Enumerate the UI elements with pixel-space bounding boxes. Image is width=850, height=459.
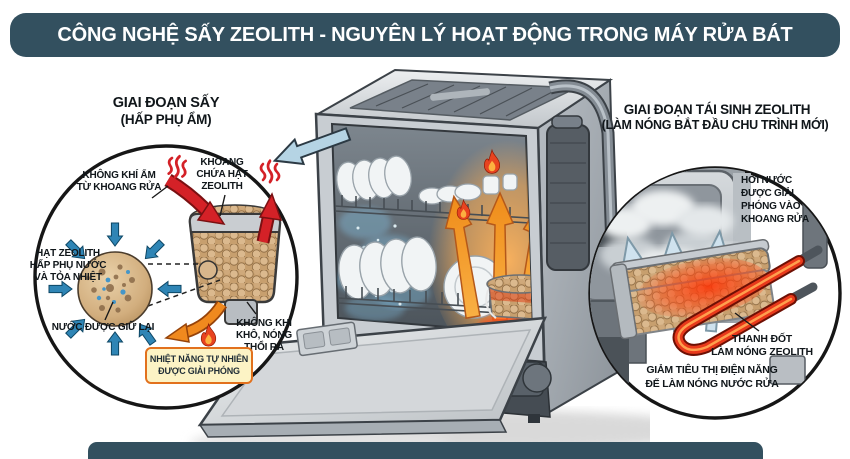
bottom-banner	[88, 442, 763, 459]
zeolith-air-duct	[546, 115, 590, 271]
bead-callout-lines	[147, 263, 221, 307]
moist-air-arrow-icon	[164, 153, 226, 225]
callout-arrow-icon	[272, 127, 352, 166]
label-water-kept: NƯỚC ĐƯỢC GIỮ LẠI	[51, 322, 155, 333]
right-stage-heading: GIAI ĐOẠN TÁI SINH ZEOLITH	[623, 102, 811, 117]
heater-label-line	[734, 312, 760, 332]
label-heater: THANH ĐỐT LÀM NÓNG ZEOLITH	[711, 333, 813, 359]
energy-release-arrow-icon	[164, 300, 228, 343]
right-stage-circle	[588, 166, 842, 420]
magnified-bead-marker	[198, 260, 218, 280]
heat-release-highlight: NHIỆT NĂNG TỰ NHIÊN ĐƯỢC GIẢI PHÓNG	[145, 347, 253, 384]
label-power-save: GIẢM TIÊU THỊ ĐIỆN NĂNG ĐỂ LÀM NÓNG NƯỚC…	[645, 364, 779, 390]
label-bead-absorb: HẠT ZEOLITH HẤP PHỤ NƯỚC VÀ TỎA NHIỆT	[29, 248, 107, 283]
dishwasher-illustration	[190, 68, 650, 457]
heating-element-icon	[672, 245, 823, 356]
label-steam-release: HƠI NƯỚC ĐƯỢC GIẢI PHÓNG VÀO KHOANG RỬA	[741, 175, 809, 225]
zeolith-bead-icon	[77, 251, 153, 327]
flame-icon	[200, 322, 217, 347]
label-lines	[104, 185, 257, 321]
left-stage-heading: GIAI ĐOẠN SẤY	[112, 95, 220, 111]
infographic-title: CÔNG NGHỆ SẤY ZEOLITH - NGUYÊN LÝ HOẠT Đ…	[57, 23, 793, 46]
left-stage-subheading: (HẤP PHỤ ẨM)	[120, 112, 212, 127]
right-stage-subheading: (LÀM NÓNG BẮT ĐẦU CHU TRÌNH MỚI)	[601, 118, 829, 132]
left-stage-circle	[33, 144, 299, 410]
label-dry-air-out: KHÔNG KHÍ KHÔ, NÓNG THỔI RA	[236, 318, 292, 353]
flame-icon	[456, 148, 501, 220]
label-zeolith-chamber: KHOANG CHỨA HẠT ZEOLITH	[196, 157, 248, 192]
label-moist-air: KHÔNG KHÍ ẨM TỪ KHOANG RỬA	[76, 170, 162, 193]
drain-pipe	[548, 79, 620, 279]
detergent-dispenser	[296, 321, 358, 357]
top-rack	[334, 155, 531, 224]
dry-air-arrow-icon	[256, 159, 283, 244]
title-banner: CÔNG NGHỆ SẤY ZEOLITH - NGUYÊN LÝ HOẠT Đ…	[10, 13, 840, 57]
